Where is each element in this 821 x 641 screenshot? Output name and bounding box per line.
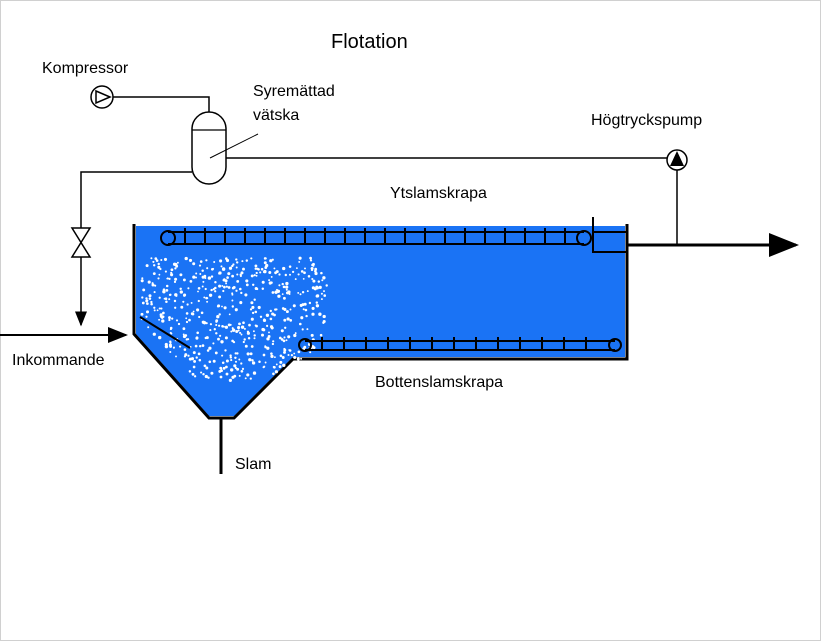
inkommande-label: Inkommande <box>12 352 105 369</box>
high-pressure-pump-icon <box>666 149 688 171</box>
compressor-icon <box>90 85 114 109</box>
inlet-distributor <box>139 316 191 349</box>
syremattad-label-line2: vätska <box>253 107 299 124</box>
valve-icon <box>70 227 92 258</box>
outlet-box <box>592 231 628 253</box>
vessel-leader <box>209 133 259 159</box>
surface-scraper <box>160 228 592 246</box>
tank-water <box>136 226 625 416</box>
hogtryckspump-label: Högtryckspump <box>591 112 702 129</box>
saturation-vessel-icon <box>191 111 227 185</box>
saturated-liquid-line <box>80 171 192 228</box>
air-bubbles <box>140 256 328 383</box>
ytslamskrapa-label: Ytslamskrapa <box>390 185 487 202</box>
slam-label: Slam <box>235 456 271 473</box>
tank-wall <box>132 224 629 420</box>
bottenslamskrapa-label: Bottenslamskrapa <box>375 374 503 391</box>
diagram-title: Flotation <box>331 31 408 53</box>
kompressor-label: Kompressor <box>42 60 129 77</box>
air-line <box>113 96 210 112</box>
bottom-scraper <box>298 337 622 352</box>
syremattad-label-line1: Syremättad <box>253 83 335 100</box>
